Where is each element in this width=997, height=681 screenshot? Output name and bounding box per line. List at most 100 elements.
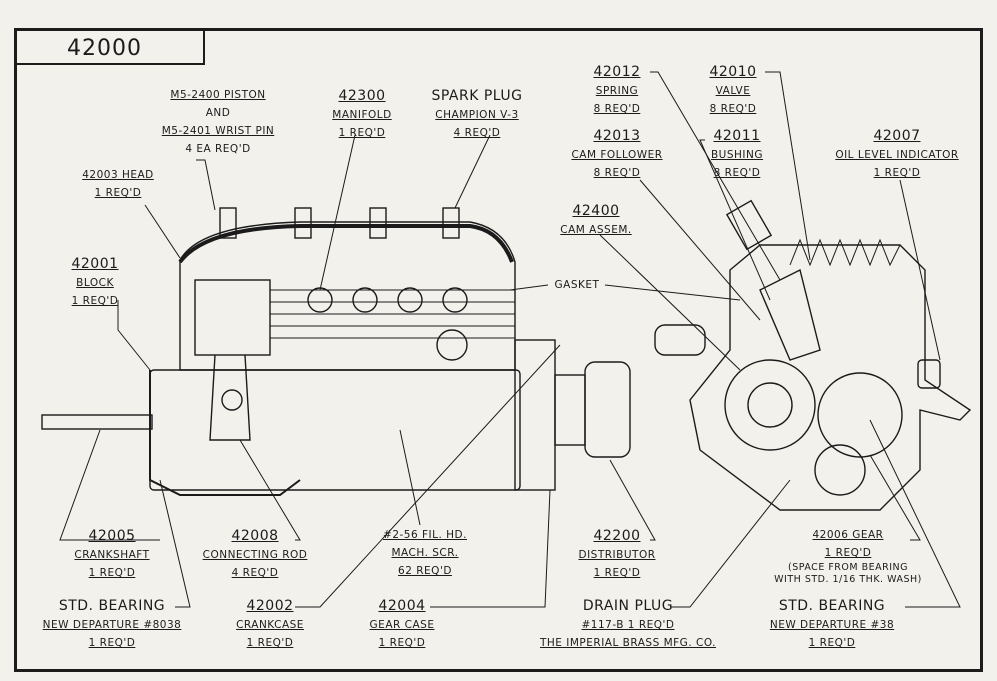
label-spark-plug: SPARK PLUG CHAMPION V-3 4 REQ'D: [431, 86, 522, 142]
label-manifold: 42300 MANIFOLD 1 REQ'D: [332, 86, 391, 142]
spring-name: SPRING: [595, 85, 639, 97]
oil-level-qty: 1 REQ'D: [873, 167, 921, 179]
connecting-rod-name: CONNECTING ROD: [202, 549, 308, 561]
leader-lines: [59, 71, 961, 608]
crankshaft-name: CRANKSHAFT: [74, 549, 150, 561]
gear-note-1: (SPACE FROM BEARING: [787, 562, 908, 573]
label-bushing: 42011 BUSHING 8 REQ'D: [711, 126, 763, 182]
label-connecting-rod: 42008 CONNECTING ROD 4 REQ'D: [203, 526, 308, 582]
bearing-left-name: STD. BEARING: [58, 598, 166, 614]
label-cam-follower: 42013 CAM FOLLOWER 8 REQ'D: [571, 126, 662, 182]
connecting-rod-qty: 4 REQ'D: [231, 567, 279, 579]
gear-case-name: GEAR CASE: [369, 619, 435, 631]
bearing-right-name: STD. BEARING: [778, 598, 886, 614]
head-part: 42003 HEAD: [82, 169, 154, 181]
gear-number: 42006 GEAR: [812, 529, 884, 541]
oil-level-name: OIL LEVEL INDICATOR: [835, 149, 959, 161]
head-outline: [178, 224, 514, 264]
bearing-right-qty: 1 REQ'D: [808, 637, 856, 649]
spring-qty: 8 REQ'D: [593, 103, 641, 115]
label-bearing-right: STD. BEARING NEW DEPARTURE #38 1 REQ'D: [770, 596, 894, 652]
side-view-engine: [41, 207, 631, 496]
spark-plugs: [219, 207, 460, 239]
drain-plug-spec: #117-B 1 REQ'D: [581, 619, 675, 631]
valve-assembly: [759, 268, 821, 361]
screw-spec: #2-56 FIL. HD.: [383, 529, 467, 541]
distributor-cap: [436, 329, 468, 361]
manifold-name: MANIFOLD: [332, 109, 392, 121]
drain-plug: [654, 324, 706, 356]
gear-case-number: 42004: [378, 598, 426, 614]
crankshaft-number: 42005: [88, 528, 136, 544]
spark-plug-name: SPARK PLUG: [431, 88, 523, 104]
manifold-qty: 1 REQ'D: [338, 127, 386, 139]
gear-qty: 1 REQ'D: [824, 547, 872, 559]
block-outline: [179, 221, 516, 371]
cam-assem-number: 42400: [572, 203, 620, 219]
label-cam-assem: 42400 CAM ASSEM.: [560, 201, 631, 239]
block-name: BLOCK: [76, 277, 114, 289]
drawing-frame: [14, 28, 983, 672]
wrist-pin-part: M5-2401 WRIST PIN: [161, 125, 275, 137]
valve-number: 42010: [709, 64, 757, 80]
bearing-left-spec: NEW DEPARTURE #8038: [42, 619, 182, 631]
label-piston: M5-2400 PISTON AND M5-2401 WRIST PIN 4 E…: [162, 86, 275, 158]
drain-plug-name: DRAIN PLUG: [582, 598, 674, 614]
label-block: 42001 BLOCK 1 REQ'D: [71, 254, 118, 310]
screw-type: MACH. SCR.: [391, 547, 459, 559]
cam-follower-number: 42013: [593, 128, 641, 144]
screw-qty: 62 REQ'D: [398, 565, 452, 577]
bearing-left-qty: 1 REQ'D: [88, 637, 136, 649]
crankcase-outline: [149, 369, 521, 491]
front-view-engine: [654, 199, 972, 511]
label-bearing-left: STD. BEARING NEW DEPARTURE #8038 1 REQ'D: [43, 596, 182, 652]
cam-assem-name: CAM ASSEM.: [560, 224, 632, 236]
gasket-name: GASKET: [554, 279, 600, 291]
gear-case: [514, 339, 556, 491]
distributor: [584, 361, 631, 458]
spring-number: 42012: [593, 64, 641, 80]
crankcase-number: 42002: [246, 598, 294, 614]
label-screw: #2-56 FIL. HD. MACH. SCR. 62 REQ'D: [383, 526, 467, 580]
bushing-number: 42011: [713, 128, 761, 144]
valve-qty: 8 REQ'D: [709, 103, 757, 115]
cam-follower-name: CAM FOLLOWER: [571, 149, 663, 161]
block-number: 42001: [71, 256, 119, 272]
piston-qty: 4 EA REQ'D: [185, 143, 251, 155]
cam-follower-qty: 8 REQ'D: [593, 167, 641, 179]
oil-level-number: 42007: [873, 128, 921, 144]
oil-level-indicator: [917, 359, 941, 389]
crank-gear: [817, 372, 903, 458]
label-gear: 42006 GEAR 1 REQ'D (SPACE FROM BEARING W…: [774, 526, 922, 586]
distributor-number: 42200: [593, 528, 641, 544]
head-qty: 1 REQ'D: [94, 187, 142, 199]
distributor-name: DISTRIBUTOR: [578, 549, 656, 561]
front-spark-plug: [725, 199, 773, 251]
valve-name: VALVE: [715, 85, 751, 97]
label-drain-plug: DRAIN PLUG #117-B 1 REQ'D THE IMPERIAL B…: [540, 596, 716, 652]
label-valve: 42010 VALVE 8 REQ'D: [709, 62, 756, 118]
manifold-number: 42300: [338, 88, 386, 104]
crankcase-name: CRANKCASE: [236, 619, 304, 631]
piston: [194, 279, 271, 356]
label-head: 42003 HEAD 1 REQ'D: [82, 166, 154, 202]
spark-plug-qty: 4 REQ'D: [453, 127, 501, 139]
connecting-rod: [209, 354, 251, 441]
distributor-qty: 1 REQ'D: [593, 567, 641, 579]
crankcase-qty: 1 REQ'D: [246, 637, 294, 649]
gear-note-2: WITH STD. 1/16 THK. WASH): [774, 574, 922, 585]
drawing-number: 42000: [17, 31, 205, 65]
label-spring: 42012 SPRING 8 REQ'D: [593, 62, 640, 118]
connecting-rod-number: 42008: [231, 528, 279, 544]
crankshaft: [41, 414, 153, 430]
block-qty: 1 REQ'D: [71, 295, 119, 307]
label-oil-level-indicator: 42007 OIL LEVEL INDICATOR 1 REQ'D: [835, 126, 958, 182]
label-crankshaft: 42005 CRANKSHAFT 1 REQ'D: [74, 526, 149, 582]
crankshaft-qty: 1 REQ'D: [88, 567, 136, 579]
drain-plug-maker: THE IMPERIAL BRASS MFG. CO.: [539, 637, 717, 649]
bushing-qty: 8 REQ'D: [713, 167, 761, 179]
piston-part: M5-2400 PISTON: [170, 89, 266, 101]
spark-plug-spec: CHAMPION V-3: [435, 109, 519, 121]
label-gear-case: 42004 GEAR CASE 1 REQ'D: [370, 596, 435, 652]
